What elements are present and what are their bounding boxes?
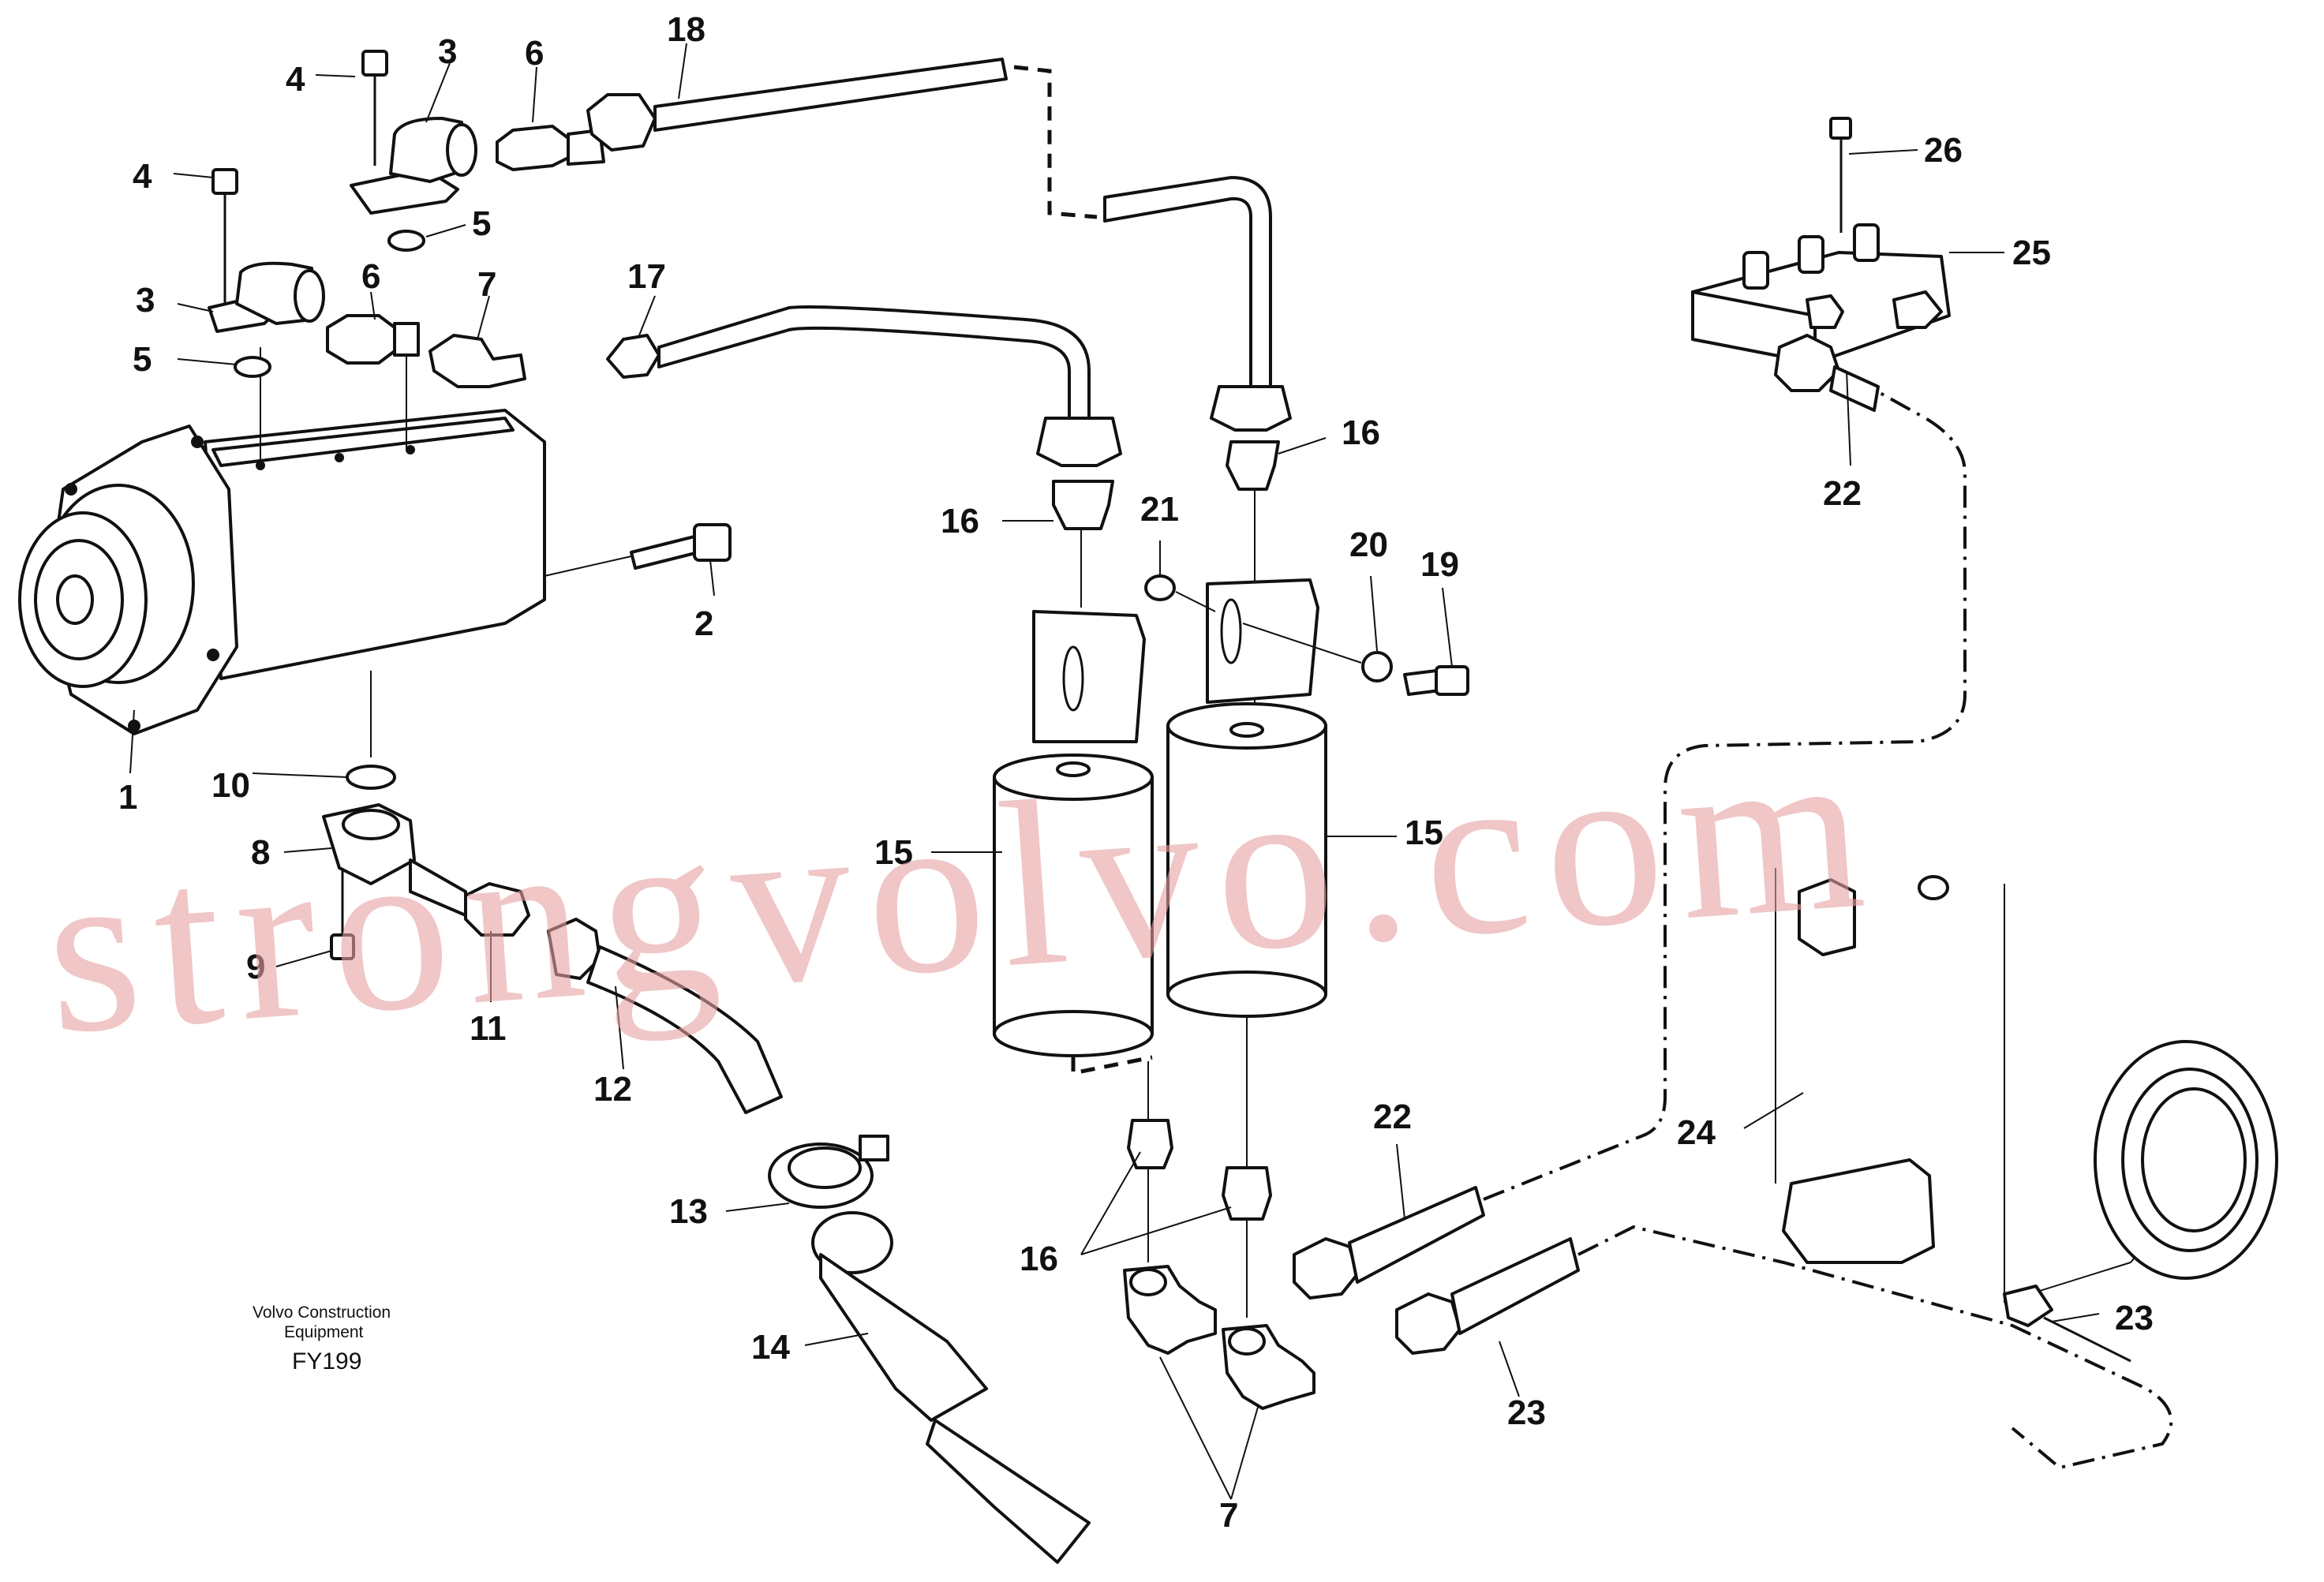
callout-3-lower: 3	[136, 281, 155, 320]
callout-15-left: 15	[874, 833, 913, 872]
callout-16-left: 16	[941, 502, 979, 540]
callout-22-upper: 22	[1823, 474, 1862, 513]
callout-11: 11	[470, 1009, 507, 1048]
callout-18: 18	[667, 10, 705, 49]
connector-16-left	[1052, 480, 1114, 608]
callout-23-lower: 23	[1507, 1393, 1546, 1432]
credit-line-2: Equipment	[284, 1323, 364, 1341]
callout-5-lower: 5	[133, 340, 152, 379]
callout-24: 24	[1677, 1113, 1716, 1152]
elbow-fitting-upper	[428, 334, 526, 388]
callout-14: 14	[751, 1328, 790, 1367]
pipe-17	[606, 305, 1122, 467]
valve-block-25	[1691, 117, 1951, 412]
callout-12: 12	[593, 1070, 632, 1109]
hose-22	[1293, 377, 1967, 1300]
leader-lines	[129, 43, 2100, 1500]
callout-6-upper: 6	[525, 34, 544, 73]
callout-16-right: 16	[1342, 413, 1380, 452]
filter-left	[993, 610, 1154, 1076]
valve-block-24	[1775, 868, 2195, 1303]
lower-elbow-flange	[208, 168, 325, 378]
elbow-7-lower-right	[1222, 1324, 1315, 1410]
callout-7-upper: 7	[477, 265, 496, 304]
suction-tube-14	[811, 1211, 1091, 1564]
callout-4-lower: 4	[133, 157, 152, 196]
washer-20	[1242, 623, 1393, 683]
callout-5-upper: 5	[472, 204, 491, 243]
suction-flange-8	[322, 765, 416, 960]
pipe-18	[586, 58, 1292, 432]
callout-10: 10	[211, 766, 250, 805]
callout-26: 26	[1924, 131, 1963, 170]
credit-line-1: Volvo Construction	[253, 1303, 391, 1322]
callout-2: 2	[694, 604, 713, 643]
callout-23-right: 23	[2115, 1299, 2154, 1337]
bolt-19	[1403, 665, 1469, 696]
nut-21	[1144, 574, 1216, 612]
filter-right	[1166, 578, 1327, 1018]
callout-4-upper: 4	[286, 60, 305, 99]
callout-8: 8	[251, 833, 270, 872]
upper-elbow-flange	[350, 50, 477, 252]
hydraulic-pump	[18, 331, 546, 757]
sensor-23	[2003, 1285, 2131, 1363]
watermark: strongvolvo.com	[39, 694, 1887, 1083]
suction-nipple-11	[409, 858, 530, 937]
drawing-code: FY199	[292, 1348, 361, 1374]
callout-16-lower: 16	[1020, 1240, 1058, 1278]
pump-bolt	[544, 523, 732, 577]
callout-7-lower: 7	[1219, 1496, 1238, 1535]
hose-23	[1395, 1225, 2173, 1470]
callout-19: 19	[1420, 545, 1459, 584]
callout-9: 9	[246, 948, 265, 986]
callout-13: 13	[669, 1192, 708, 1231]
callout-17: 17	[627, 257, 666, 296]
callout-25: 25	[2012, 234, 2051, 272]
title-block: Volvo Construction Equipment FY199	[253, 1303, 391, 1374]
callout-3-upper: 3	[438, 32, 457, 71]
hose-clamp-13	[768, 1135, 889, 1209]
connector-16-lower-right	[1222, 1018, 1272, 1318]
callout-1: 1	[118, 778, 137, 817]
callout-numbers: 1 2 3 3 4 4 5 5 6 6 7 7 8 9 10 11 12 13 …	[118, 10, 2154, 1535]
callout-6-lower: 6	[361, 257, 380, 296]
callout-15-right: 15	[1405, 813, 1443, 852]
elbow-7-lower-left	[1123, 1265, 1217, 1355]
callout-22-lower: 22	[1373, 1098, 1412, 1136]
connector-16-lower-left	[1127, 1061, 1173, 1262]
suction-hose-12	[547, 918, 783, 1114]
nipple-upper	[496, 125, 605, 171]
callout-20: 20	[1349, 525, 1388, 564]
nipple-lower	[326, 314, 420, 365]
callout-21: 21	[1140, 490, 1179, 529]
seal-ring-24	[2094, 1040, 2278, 1280]
